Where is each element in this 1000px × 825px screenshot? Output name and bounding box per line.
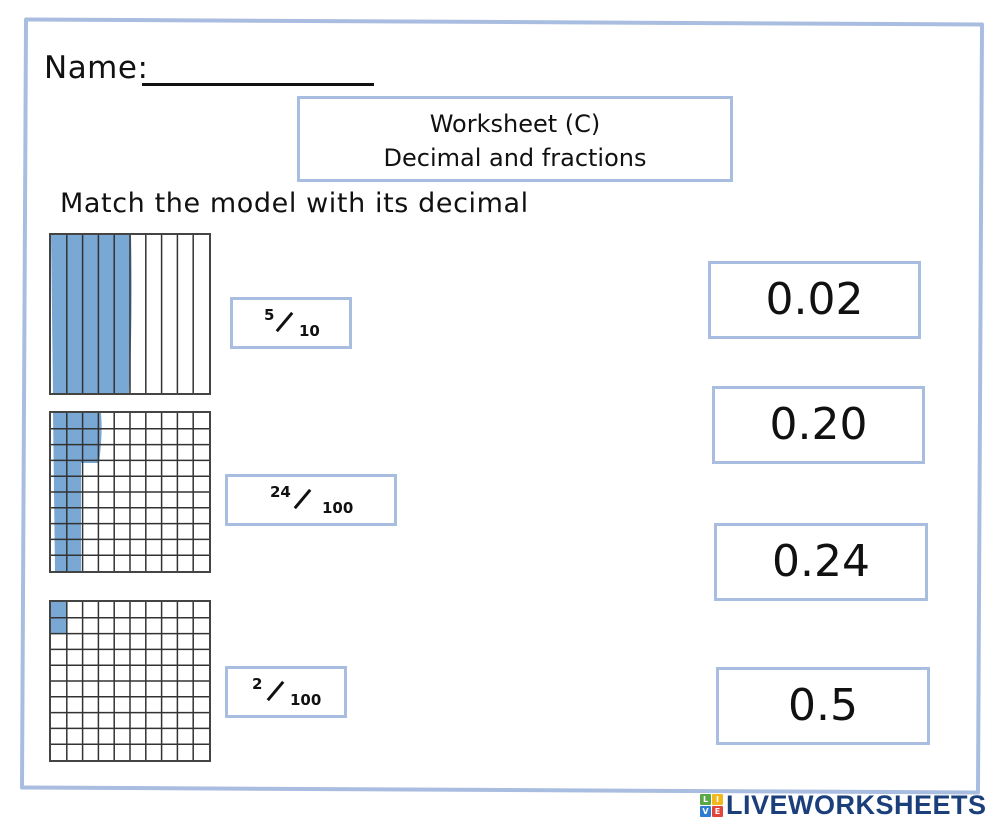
title-line-1: Worksheet (C) (429, 110, 601, 138)
name-label: Name: (44, 50, 149, 86)
fraction-card-24-100[interactable]: 24 100 (225, 474, 397, 526)
fraction-card-5-10[interactable]: 5 10 (230, 297, 352, 349)
hundredths-model-2 (49, 600, 211, 762)
decimal-card-0-5[interactable]: 0.5 (716, 667, 930, 745)
title-box: Worksheet (C) Decimal and fractions (297, 96, 733, 182)
instruction-text: Match the model with its decimal (60, 188, 529, 219)
name-blank-line[interactable] (142, 83, 374, 86)
fraction-slash (293, 488, 312, 510)
title-line-2: Decimal and fractions (383, 144, 647, 172)
fraction-slash (266, 680, 285, 702)
hundredths-grid (51, 413, 209, 571)
liveworksheets-logo[interactable]: L I V E LIVEWORKSHEETS (700, 790, 987, 821)
tenths-model (49, 233, 211, 395)
decimal-card-0-20[interactable]: 0.20 (712, 386, 925, 464)
fraction-card-2-100[interactable]: 2 100 (225, 666, 347, 718)
hundredths-grid (51, 602, 209, 760)
tenths-grid (51, 235, 194, 393)
logo-text: LIVEWORKSHEETS (726, 790, 987, 820)
hundredths-model-24 (49, 411, 211, 573)
fraction-slash (275, 311, 294, 333)
decimal-card-0-24[interactable]: 0.24 (714, 523, 928, 601)
live-logo-icon: L I V E (700, 794, 723, 817)
decimal-card-0-02[interactable]: 0.02 (708, 261, 921, 339)
